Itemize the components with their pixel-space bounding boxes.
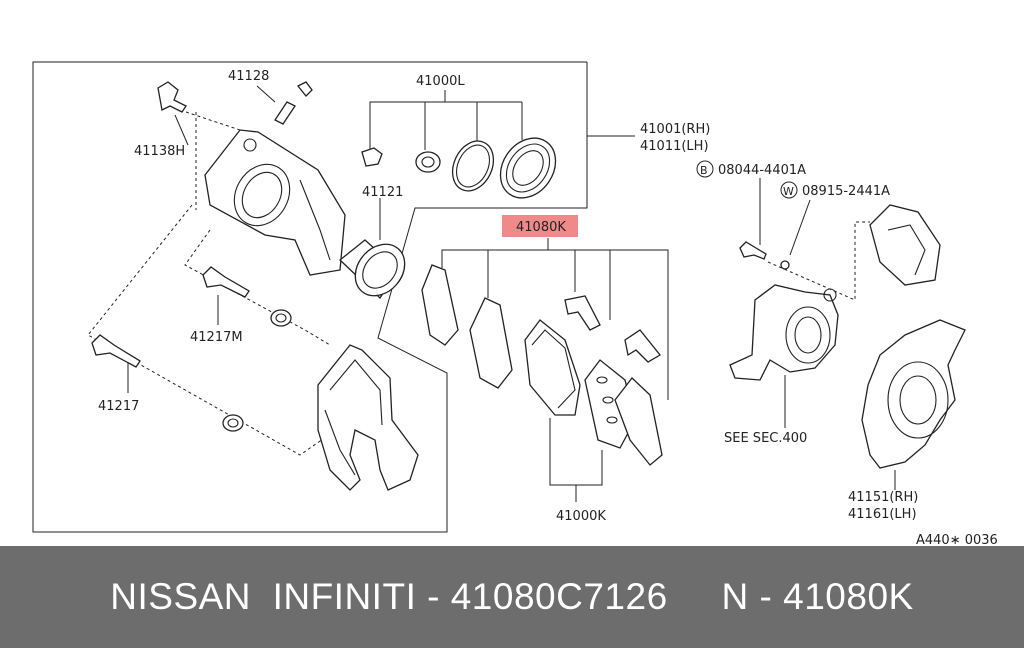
- label-41080k: 41080K: [516, 220, 566, 235]
- label-41217: 41217: [98, 399, 139, 414]
- label-41121: 41121: [362, 185, 403, 200]
- caliper-assembly-frame: [32, 61, 588, 533]
- bleeder-screw: [274, 101, 296, 125]
- part-number-footer: NISSAN INFINITI - 41080C7126 N - 41080K: [0, 546, 1024, 648]
- caliper-piston: [339, 239, 406, 300]
- piston-boot: [499, 137, 557, 199]
- label-see-sec-400: SEE SEC.400: [724, 431, 807, 446]
- steering-knuckle: [729, 284, 839, 381]
- caliper-detail: [869, 204, 941, 286]
- washer: [780, 260, 790, 270]
- seal-ring-small: [415, 151, 441, 173]
- washer-symbol-circle: [780, 181, 798, 199]
- caliper-body: [204, 129, 346, 276]
- label-41000l: 41000L: [416, 74, 465, 89]
- anti-rattle-clip-2: [624, 329, 661, 363]
- label-41001: 41001(RH): [640, 122, 710, 137]
- caliper-bracket: [317, 344, 419, 491]
- dust-shield: [861, 319, 966, 469]
- label-41151: 41151(RH): [848, 490, 918, 505]
- mounting-bolt: [739, 241, 767, 260]
- label-08044: 08044-4401A: [718, 163, 806, 178]
- label-41128: 41128: [228, 69, 269, 84]
- guide-pin: [91, 334, 244, 432]
- label-41000k: 41000K: [556, 509, 606, 524]
- label-41161: 41161(LH): [848, 507, 917, 522]
- parts-diagram: 41128 41000L 41138H 41001(RH) 41011(LH) …: [32, 61, 998, 546]
- brake-pad-inner: [524, 319, 581, 416]
- bolt-symbol: B: [700, 164, 708, 177]
- bolt-symbol-circle: [696, 160, 714, 178]
- label-41138h: 41138H: [134, 144, 185, 159]
- dust-boot-small: [361, 147, 383, 167]
- piston-seal: [451, 140, 495, 192]
- part-number-text: NISSAN INFINITI - 41080C7126 N - 41080K: [110, 576, 914, 617]
- pad-shim-rear: [614, 377, 663, 466]
- label-41011: 41011(LH): [640, 139, 709, 154]
- guide-pin-m: [202, 266, 292, 327]
- reference-code: A440∗ 0036: [916, 533, 998, 546]
- highlight-41080k: [502, 215, 578, 237]
- anti-rattle-clip-1: [564, 295, 601, 331]
- pad-shim-outer: [469, 297, 513, 389]
- label-08915: 08915-2441A: [802, 184, 890, 199]
- pad-shim-inner: [421, 264, 459, 346]
- caliper-bolt: [157, 81, 187, 113]
- label-41217m: 41217M: [190, 330, 243, 345]
- washer-symbol: W: [783, 185, 794, 198]
